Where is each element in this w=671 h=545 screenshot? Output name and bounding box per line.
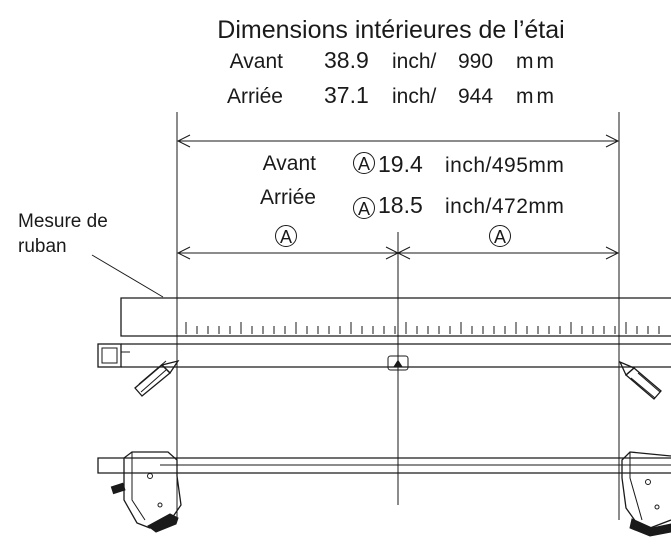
half-front-label: Avant xyxy=(263,152,316,175)
svg-text:A: A xyxy=(358,154,370,174)
left-foot-bracket xyxy=(110,451,182,533)
tape-ticks xyxy=(185,322,660,334)
half-dimension-line xyxy=(176,246,620,260)
overall-dimension-line xyxy=(176,134,620,148)
overall-rear-value-mm: 944 xyxy=(458,85,493,108)
tape-measure-label-line1: Mesure de xyxy=(18,211,108,232)
crossbar xyxy=(97,457,671,474)
overall-front-value-mm: 990 xyxy=(458,50,493,73)
tape-measure xyxy=(120,297,671,337)
left-pencil-icon xyxy=(134,359,180,397)
half-rear-label: Arriée xyxy=(260,186,316,209)
center-mark-icon xyxy=(387,355,409,371)
overall-rear-unit-mm: mm xyxy=(516,85,557,108)
overall-rear-unit-in: inch/ xyxy=(392,85,437,108)
half-rear-unit: inch/472mm xyxy=(445,195,564,218)
overall-front-label: Avant xyxy=(230,50,283,73)
half-rear-a-symbol: A xyxy=(353,197,375,219)
overall-rear-value: 37.1 xyxy=(324,82,369,108)
svg-text:A: A xyxy=(358,199,370,219)
half-rear-value: 18.5 xyxy=(378,192,423,218)
tape-measure-leader xyxy=(91,254,164,298)
overall-front-unit-mm: mm xyxy=(516,50,557,73)
diagram-title: Dimensions intérieures de l’étai xyxy=(217,16,564,44)
half-front-value: 19.4 xyxy=(378,151,423,177)
stay-bar xyxy=(97,343,671,368)
overall-front-value: 38.9 xyxy=(324,47,369,73)
left-half-a-symbol: A xyxy=(275,225,297,247)
svg-text:A: A xyxy=(280,227,292,247)
overall-rear-label: Arriée xyxy=(227,85,283,108)
half-front-unit: inch/495mm xyxy=(445,154,564,177)
half-front-a-symbol: A xyxy=(353,152,375,174)
right-half-a-symbol: A xyxy=(489,225,511,247)
right-pencil-icon xyxy=(618,360,662,400)
svg-text:A: A xyxy=(494,227,506,247)
right-foot-bracket xyxy=(621,451,671,537)
overall-front-unit-in: inch/ xyxy=(392,50,437,73)
tape-measure-label-line2: ruban xyxy=(18,236,67,257)
